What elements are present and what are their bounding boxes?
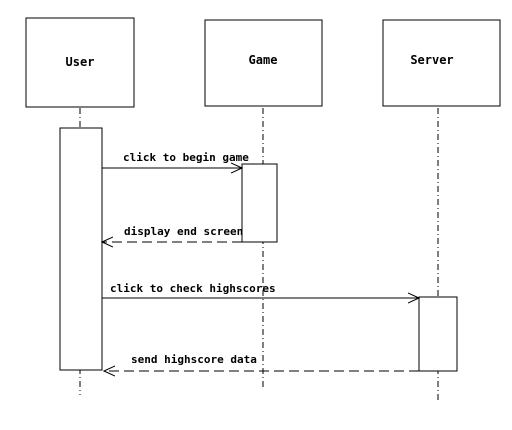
message-click-to-check-highscores: click to check highscores	[102, 282, 419, 298]
activation-server	[418, 296, 458, 372]
activation-game	[241, 163, 278, 243]
message-display-end-screen: display end screen	[102, 225, 243, 242]
actor-server: Server	[382, 19, 501, 107]
actor-game-label: Game	[249, 53, 278, 67]
actor-server-label: Server	[410, 53, 453, 67]
message-label-m1: click to begin game	[123, 151, 249, 164]
message-label-m3: click to check highscores	[110, 282, 276, 295]
message-label-m4: send highscore data	[131, 353, 257, 366]
message-send-highscore-data: send highscore data	[104, 353, 419, 371]
activation-user	[59, 127, 103, 371]
actor-game: Game	[204, 19, 323, 107]
message-label-m2: display end screen	[124, 225, 243, 238]
actor-user: User	[25, 17, 135, 108]
actor-user-label: User	[66, 55, 95, 69]
message-click-to-begin-game: click to begin game	[102, 151, 249, 168]
